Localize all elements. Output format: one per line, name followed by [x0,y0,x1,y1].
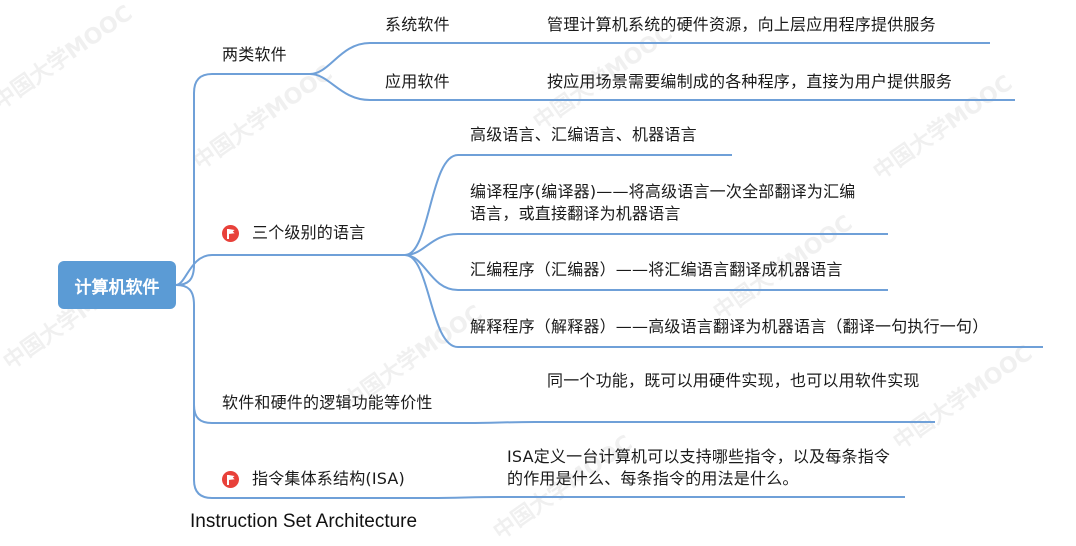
connector-root-trunk-lower [175,284,213,499]
node-interpreter: 解释程序（解释器）——高级语言翻译为机器语言（翻译一句执行一句） [470,317,989,336]
connector-system [309,42,371,75]
connector-level-2 [404,233,459,256]
connector-root-level [175,254,213,286]
node-system-software: 系统软件 [385,15,450,34]
root-node[interactable]: 计算机软件 [58,261,176,309]
red-flag-icon [222,225,239,242]
branch-isa-label: 指令集体系结构(ISA) [252,469,406,488]
connector-isa-desc [429,496,501,499]
connector-level-1 [404,154,459,256]
node-compiler: 编译程序(编译器)——将高级语言一次全部翻译为汇编语言，或直接翻译为机器语言 [470,182,856,223]
connector-application [309,73,371,101]
branch-two-types-label: 两类软件 [222,45,287,64]
connector-equiv-desc [467,421,536,424]
node-assembler: 汇编程序（汇编器）——将汇编语言翻译成机器语言 [470,260,843,279]
node-language-levels: 高级语言、汇编语言、机器语言 [470,125,697,144]
connector-level-4 [404,254,459,348]
connector-root-equiv [193,404,213,424]
node-isa-desc: ISA定义一台计算机可以支持哪些指令，以及每条指令的作用是什么、每条指令的用法是… [507,447,891,488]
branch-three-levels-label: 三个级别的语言 [252,223,366,242]
connector-level-3 [404,254,459,291]
node-equivalence-desc: 同一个功能，既可以用硬件实现，也可以用软件实现 [547,371,920,390]
isa-caption: Instruction Set Architecture [190,511,418,532]
red-flag-icon [222,471,239,488]
root-node-label: 计算机软件 [74,277,160,298]
branch-equivalence-label: 软件和硬件的逻辑功能等价性 [222,393,433,412]
connector-root-trunk [175,73,213,286]
node-application-software: 应用软件 [385,72,450,91]
node-application-software-desc: 按应用场景需要编制成的各种程序，直接为用户提供服务 [547,72,953,91]
node-system-software-desc: 管理计算机系统的硬件资源，向上层应用程序提供服务 [547,15,936,34]
